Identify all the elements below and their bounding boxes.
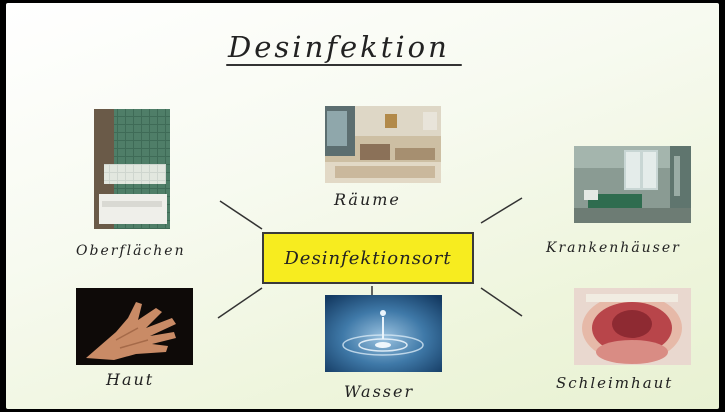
photo-krankenhaeuser bbox=[574, 146, 691, 223]
photo-haut bbox=[76, 288, 193, 365]
photo-raeume bbox=[325, 106, 441, 183]
center-label: Desinfektionsort bbox=[284, 247, 452, 269]
connector-line bbox=[217, 287, 263, 319]
photo-wasser bbox=[325, 295, 442, 372]
label-schleimhaut: Schleimhaut bbox=[556, 374, 674, 392]
page-title: Desinfektion bbox=[228, 30, 450, 64]
photo-oberflaechen bbox=[94, 109, 170, 229]
connector-line bbox=[219, 200, 263, 230]
label-wasser: Wasser bbox=[344, 382, 415, 401]
photo-schleimhaut bbox=[574, 288, 691, 365]
label-oberflaechen: Oberflächen bbox=[76, 243, 186, 259]
connector-line bbox=[480, 197, 523, 224]
center-box: Desinfektionsort bbox=[262, 232, 474, 284]
label-raeume: Räume bbox=[334, 190, 401, 209]
connector-line bbox=[480, 287, 523, 317]
label-haut: Haut bbox=[106, 370, 155, 389]
title-underline bbox=[226, 64, 462, 66]
label-krankenhaeuser: Krankenhäuser bbox=[546, 240, 681, 256]
